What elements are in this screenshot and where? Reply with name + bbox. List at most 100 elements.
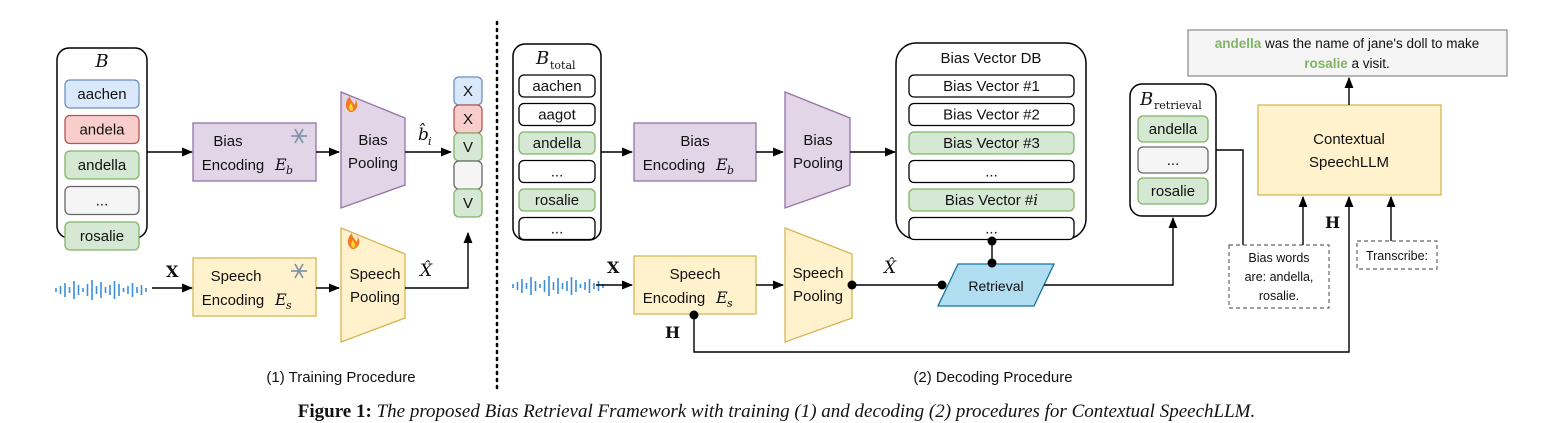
retrieved-list-item-box: [1137, 146, 1209, 174]
training-bias-list-item: rosalie: [80, 228, 124, 245]
training-result-item: X: [463, 83, 473, 100]
prompt-line-1: Bias words: [1248, 251, 1309, 265]
snowflake-icon: [291, 128, 307, 144]
caption-text: The proposed Bias Retrieval Framework wi…: [376, 401, 1256, 422]
training-result-item: X: [463, 111, 473, 128]
decoding-bias-encoding-subscript: b: [727, 164, 734, 177]
decoding-bias-list-item-box: [518, 188, 596, 212]
decoding-bias-list-item: ...: [551, 221, 564, 238]
decoding-bias-list-item: rosalie: [535, 192, 579, 209]
decoding-bias-list-item: aachen: [532, 78, 581, 95]
training-bias-vector-sym: b̂: [418, 123, 429, 145]
decoding-bias-encoding-label: Bias: [680, 133, 709, 150]
training-speech-encoding-box: [192, 257, 317, 317]
decoding-speech-encoding-label: Speech: [670, 266, 721, 283]
decoding-bias-pooling-label2: Pooling: [793, 155, 843, 172]
arrow-hidden-to-llm: [693, 195, 1354, 353]
decoding-bias-encoding-box: [633, 122, 757, 182]
decoding-bias-list-item-box: [518, 74, 596, 98]
decoding-bias-list-item: andella: [533, 135, 582, 152]
decoding-bias-pooling-shape: [784, 91, 851, 209]
retrieval-top-dot: [987, 258, 997, 268]
output-line-1: andella was the name of jane's doll to m…: [1215, 36, 1479, 51]
training-bias-encoding-subscript: b: [286, 164, 293, 177]
training-bias-encoding-box: [192, 122, 317, 182]
bias-vector-db-item-box: [908, 159, 1075, 184]
training-result-item-box: [453, 160, 483, 190]
bias-vector-db-item: ...: [985, 221, 998, 238]
fire-icon: [347, 233, 360, 249]
decoding-bias-list-item: ...: [551, 164, 564, 181]
figure-caption: Figure 1: The proposed Bias Retrieval Fr…: [0, 401, 1553, 423]
training-bias-list-item-box: [64, 114, 140, 145]
training-speech-input-sym: X: [166, 262, 179, 281]
training-result-item: V: [463, 195, 473, 212]
bias-vector-db-item: Bias Vector #2: [943, 107, 1040, 124]
retrieval-label: Retrieval: [968, 278, 1023, 294]
output-line-1-rest: was the name of jane's doll to make: [1261, 36, 1479, 51]
training-bias-pooling-shape: [340, 91, 406, 209]
bias-vector-db-item-box: [908, 188, 1075, 212]
decoding-bias-list-title: B: [535, 48, 549, 69]
decoding-section-label: (2) Decoding Procedure: [913, 369, 1072, 386]
training-result-item-box: [453, 188, 483, 218]
decoding-bias-list-item-box: [518, 102, 596, 127]
retrieved-list-title-subscript: retrieval: [1154, 99, 1202, 112]
retrieved-list-item-box: [1137, 177, 1209, 205]
bias-vector-db-item: Bias Vector #1: [943, 78, 1040, 95]
fire-icon: [345, 96, 358, 112]
decoding-speech-input-sym: X: [607, 258, 620, 277]
decoding-bias-list-title-subscript: total: [550, 59, 576, 72]
decoding-speech-pooling-label1: Speech: [793, 265, 844, 282]
retrieved-list-item: rosalie: [1151, 183, 1195, 200]
retrieved-list-item: ...: [1167, 152, 1180, 169]
training-speech-encoding-label: Speech: [211, 268, 262, 285]
training-bias-list-item: aachen: [77, 86, 126, 103]
training-bias-list-item: ...: [96, 193, 109, 210]
training-bias-list-item-box: [64, 150, 140, 180]
decoding-speech-pooling-shape: [784, 227, 853, 343]
transcribe-box: [1356, 240, 1438, 270]
decoding-bias-encoding-sym: E: [715, 155, 728, 174]
caption-label: Figure 1:: [297, 401, 372, 422]
prompt-line-2: are: andella,: [1245, 270, 1314, 284]
training-bias-list-item-box: [64, 221, 140, 251]
training-waveform-icon: [55, 280, 147, 300]
training-speech-pooling-label1: Speech: [350, 266, 401, 283]
db-output-dot: [987, 236, 997, 246]
decoding-speech-encoding-sub: Encoding: [643, 290, 706, 307]
bias-vector-db-item-text: Bias Vector #: [945, 192, 1034, 209]
output-word-rosalie: rosalie: [1304, 56, 1348, 71]
training-speech-pooling-shape: [340, 227, 406, 343]
output-box: [1187, 29, 1508, 77]
decoding-bias-list-item-box: [518, 159, 596, 184]
bias-vector-db-item: Bias Vector #i: [945, 191, 1038, 209]
decoding-speech-encoding-subscript: s: [727, 297, 733, 310]
training-section-label: (1) Training Procedure: [266, 369, 415, 386]
hidden-sym: H: [665, 323, 680, 342]
llm-label-line1: Contextual: [1313, 131, 1385, 148]
bias-vector-db-item-index: i: [1033, 191, 1038, 209]
output-line-2-rest: a visit.: [1348, 56, 1390, 71]
line-retrieved-to-prompt: [1216, 149, 1244, 245]
decoding-waveform-icon: [512, 276, 604, 296]
decoding-bias-encoding-sub: Encoding: [643, 157, 706, 174]
contextual-speechllm-box: [1257, 104, 1442, 196]
bias-vector-db-item-box: [908, 131, 1075, 155]
training-bias-encoding-label: Bias: [213, 133, 242, 150]
bias-vector-db-item: ...: [985, 164, 998, 181]
snowflake-icon: [291, 263, 307, 279]
retrieval-input-dot: [937, 280, 947, 290]
training-bias-list-item: andella: [78, 157, 127, 174]
training-bias-list-item-box: [64, 79, 140, 109]
transcribe-label: Transcribe:: [1366, 249, 1428, 263]
training-speech-encoding-sub: Encoding: [202, 292, 265, 309]
training-result-item: V: [463, 139, 473, 156]
retrieved-list-item: andella: [1149, 121, 1198, 138]
training-speech-vector-sym: X̂: [418, 261, 433, 281]
decoding-bias-pooling-label1: Bias: [803, 132, 832, 149]
decoding-speech-encoding-sym: E: [715, 288, 728, 307]
training-speech-encoding-sym: E: [274, 290, 287, 309]
bias-vector-db-item: Bias Vector #3: [943, 135, 1040, 152]
decoding-bias-list-item-box: [518, 216, 596, 241]
